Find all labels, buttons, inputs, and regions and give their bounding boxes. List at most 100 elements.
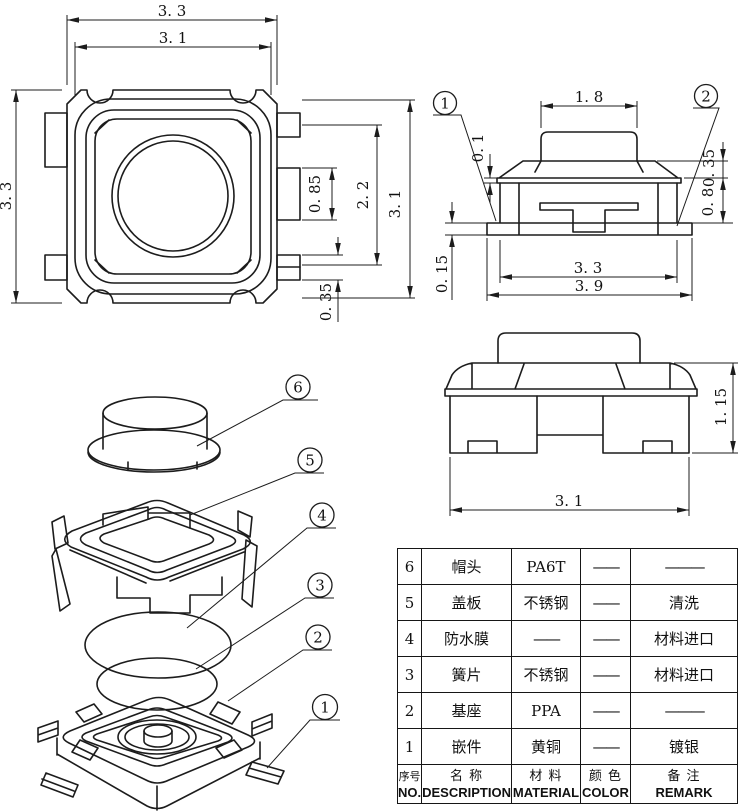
- bom-color: ——: [579, 548, 631, 585]
- table-header-row: 序号 NO. 名 称 DESCRIPTION 材 料 MATERIAL 颜 色 …: [396, 764, 738, 804]
- bom-color: ——: [579, 584, 631, 621]
- callout-6: 6: [293, 379, 303, 397]
- callout-1x: 1: [320, 699, 330, 717]
- dim-side-step: 0. 35: [700, 149, 718, 187]
- button-inner: [117, 140, 229, 252]
- header-no-en: NO.: [398, 784, 422, 800]
- bom-material: ——: [510, 620, 581, 657]
- dim-top-width-outer: 3. 3: [158, 2, 187, 20]
- exploded-membrane: [84, 611, 232, 679]
- bom-remark: 镀银: [629, 728, 738, 765]
- header-color-cn: 颜 色: [588, 768, 623, 784]
- dim-top-tab-offset: 0. 35: [317, 283, 335, 321]
- bom-color: ——: [579, 656, 631, 693]
- bom-header-description: 名 称 DESCRIPTION: [421, 764, 512, 804]
- bom-desc: 簧片: [421, 656, 512, 693]
- callout-2-circle: [693, 83, 719, 109]
- callout-leader: [676, 107, 720, 227]
- bom-material: PPA: [510, 692, 581, 729]
- bom-remark: 材料进口: [629, 656, 738, 693]
- bom-table: 6 帽头 PA6T —— ——— 5 盖板 不锈钢 —— 清洗 4 防水膜 ——…: [396, 548, 738, 804]
- bom-material: 不锈钢: [510, 584, 581, 621]
- side-cap: [540, 131, 638, 162]
- cover-contact-plate: [116, 576, 223, 614]
- side-cover: [496, 160, 682, 184]
- cap-top: [102, 396, 208, 430]
- exploded-cap: [87, 396, 221, 473]
- bom-desc: 盖板: [421, 584, 512, 621]
- corner-facet: [94, 119, 252, 274]
- button-outer: [111, 134, 235, 258]
- bom-no: 3: [396, 656, 423, 693]
- callout-2x-circle: [305, 624, 331, 650]
- bom-desc: 防水膜: [421, 620, 512, 657]
- dim-side-body-height: 0. 8: [699, 188, 717, 217]
- cap-flange-bottom: [87, 451, 221, 473]
- side-view: 1. 8 0. 1 0. 35 0. 8 0. 15 3. 3 3. 9 1 2: [432, 83, 733, 301]
- header-mat-en: MATERIAL: [512, 784, 580, 800]
- exploded-spring: [96, 657, 218, 711]
- bom-material: 黄铜: [510, 728, 581, 765]
- header-color-en: COLOR: [581, 784, 629, 800]
- bom-header-remark: 备 注 REMARK: [629, 764, 738, 804]
- header-desc-en: DESCRIPTION: [422, 784, 511, 800]
- terminal-tab: [276, 112, 301, 138]
- bom-desc: 基座: [421, 692, 512, 729]
- bom-header-color: 颜 色 COLOR: [579, 764, 631, 804]
- header-remark-cn: 备 注: [667, 768, 701, 784]
- side-body: [486, 182, 693, 236]
- terminal-tab: [44, 254, 68, 281]
- table-row: 2 基座 PPA —— ———: [396, 692, 738, 729]
- table-row: 6 帽头 PA6T —— ———: [396, 548, 738, 585]
- bom-remark: ———: [629, 548, 738, 585]
- bom-remark: 清洗: [629, 584, 738, 621]
- base-rim-inner: [92, 714, 223, 760]
- table-row: 3 簧片 不锈钢 —— 材料进口: [396, 656, 738, 693]
- callout-leader: [186, 527, 336, 629]
- bom-no: 5: [396, 584, 423, 621]
- front-cover: [444, 362, 698, 397]
- dim-top-width-inner: 3. 1: [159, 29, 188, 47]
- bom-remark: ———: [629, 692, 738, 729]
- base-terminals: [37, 713, 285, 798]
- dim-side-body-width: 3. 3: [574, 259, 603, 277]
- extension-lines: [449, 362, 738, 516]
- header-no-cn: 序号: [398, 769, 421, 783]
- callout-5-circle: [297, 447, 323, 473]
- callout-leader: [195, 597, 334, 670]
- table-row: 1 嵌件 黄铜 —— 镀银: [396, 728, 738, 765]
- callout-1-circle: [432, 90, 458, 116]
- bom-material: 不锈钢: [510, 656, 581, 693]
- callout-4-circle: [309, 502, 335, 528]
- bom-remark: 材料进口: [629, 620, 738, 657]
- callout-2: 2: [701, 88, 711, 106]
- bom-no: 4: [396, 620, 423, 657]
- bom-no: 2: [396, 692, 423, 729]
- callout-3-circle: [307, 572, 333, 598]
- cap-flange: [87, 429, 221, 471]
- cover-opening: [99, 516, 215, 563]
- cover-legs: [51, 510, 258, 612]
- bom-color: ——: [579, 728, 631, 765]
- bom-header-material: 材 料 MATERIAL: [510, 764, 581, 804]
- cover-ring-inner: [94, 118, 252, 275]
- base-post-top: [143, 724, 173, 738]
- callout-leader: [189, 472, 324, 516]
- top-view: 3. 3 3. 1 3. 3 0. 85 2. 2 3. 1 0. 35: [0, 2, 415, 322]
- cap-side: [102, 412, 208, 450]
- bom-no: 6: [396, 548, 423, 585]
- base-corner-clips: [71, 701, 243, 761]
- cover-inner-detail: [102, 506, 191, 529]
- extension-lines: [11, 15, 415, 304]
- dim-side-foot: 0. 15: [433, 255, 451, 293]
- dim-side-total-width: 3. 9: [575, 277, 604, 295]
- callout-leader: [227, 649, 332, 702]
- dim-side-cap-width: 1. 8: [575, 88, 604, 106]
- exploded-base: [37, 696, 285, 811]
- base-dish-outer: [117, 719, 197, 755]
- header-desc-cn: 名 称: [449, 768, 484, 784]
- callout-6-circle: [285, 374, 311, 400]
- base-post-side: [143, 730, 173, 748]
